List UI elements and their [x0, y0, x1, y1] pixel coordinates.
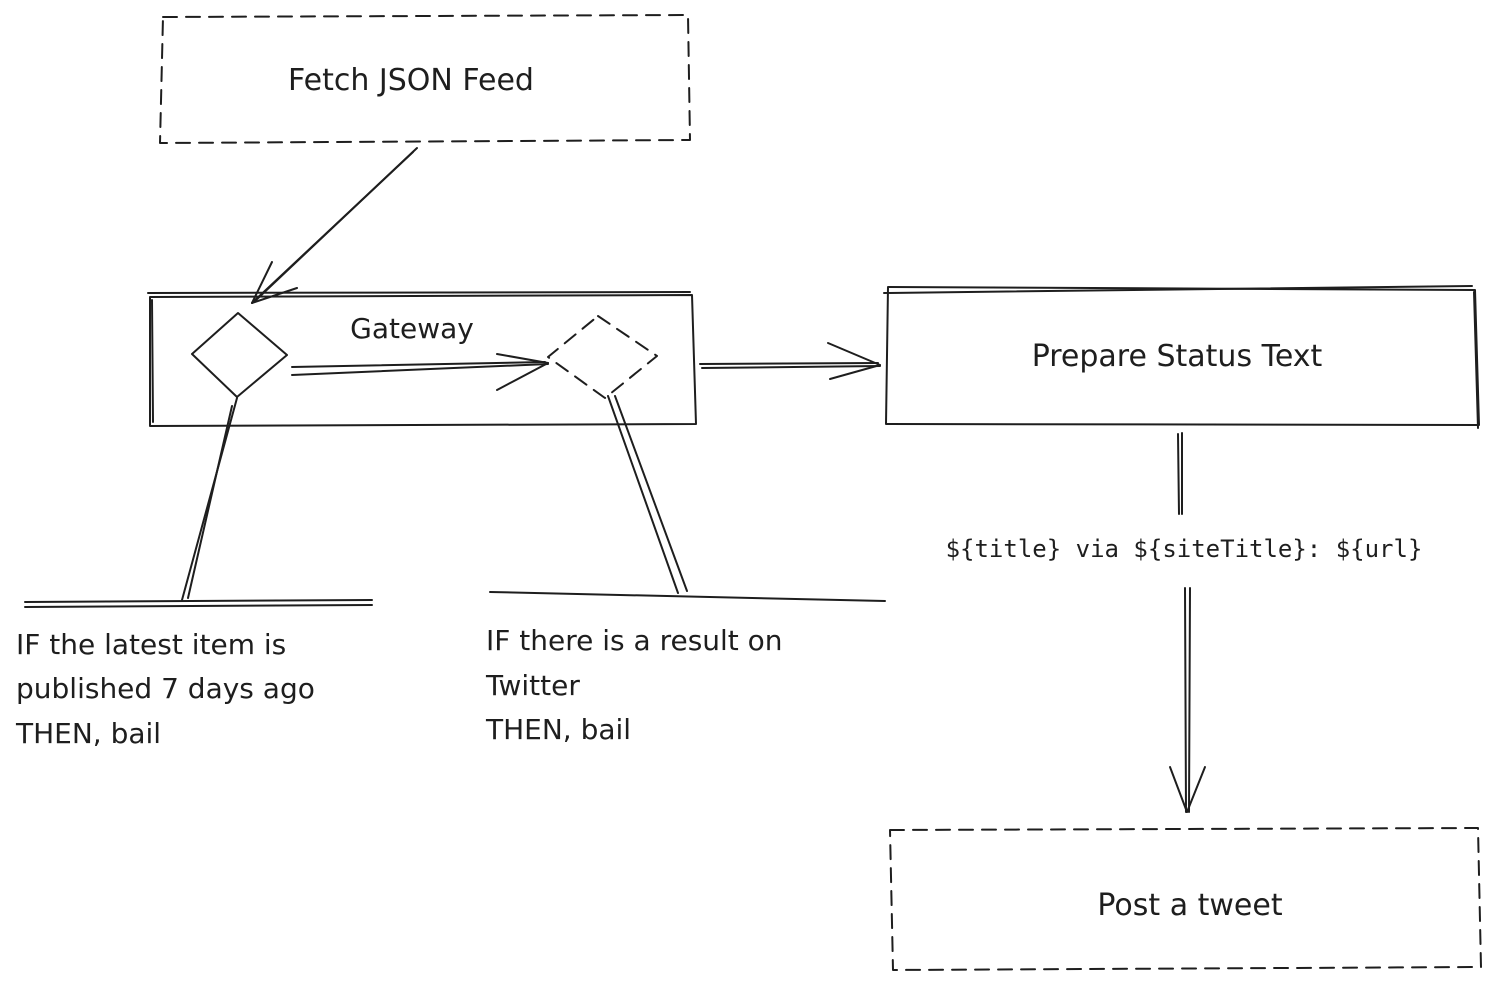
prepare-status-text-label: Prepare Status Text	[1032, 339, 1323, 374]
gateway-node: Gateway	[147, 291, 697, 427]
decision-diamond-icon	[191, 312, 288, 398]
condition-2-line-1: IF there is a result on	[486, 624, 783, 657]
condition-1-line-1: IF the latest item is	[16, 628, 286, 661]
arrow-gateway-to-prepare	[699, 342, 881, 380]
prepare-status-text-node: Prepare Status Text	[883, 285, 1480, 429]
fetch-json-feed-node: Fetch JSON Feed	[159, 14, 691, 144]
condition-1-line-3: THEN, bail	[15, 717, 161, 750]
arrow-fetch-to-gateway	[251, 147, 418, 304]
arrow-template-to-post	[1169, 587, 1206, 813]
condition-1-line-2: published 7 days ago	[16, 672, 315, 705]
status-template-text: ${title} via ${siteTitle}: ${url}	[946, 535, 1423, 563]
post-a-tweet-node: Post a tweet	[889, 827, 1482, 971]
connector-prepare-to-template	[1177, 432, 1183, 515]
fetch-json-feed-label: Fetch JSON Feed	[288, 63, 534, 98]
condition-1-connector	[24, 397, 373, 608]
condition-2-connector	[489, 395, 886, 602]
condition-2-text: IF there is a result on Twitter THEN, ba…	[485, 624, 783, 746]
condition-1-text: IF the latest item is published 7 days a…	[15, 628, 315, 750]
gateway-label: Gateway	[350, 312, 474, 345]
condition-2-line-3: THEN, bail	[485, 713, 631, 746]
decision-diamond-dashed-icon	[547, 315, 658, 399]
post-a-tweet-label: Post a tweet	[1097, 888, 1282, 923]
condition-2-line-2: Twitter	[485, 669, 580, 702]
